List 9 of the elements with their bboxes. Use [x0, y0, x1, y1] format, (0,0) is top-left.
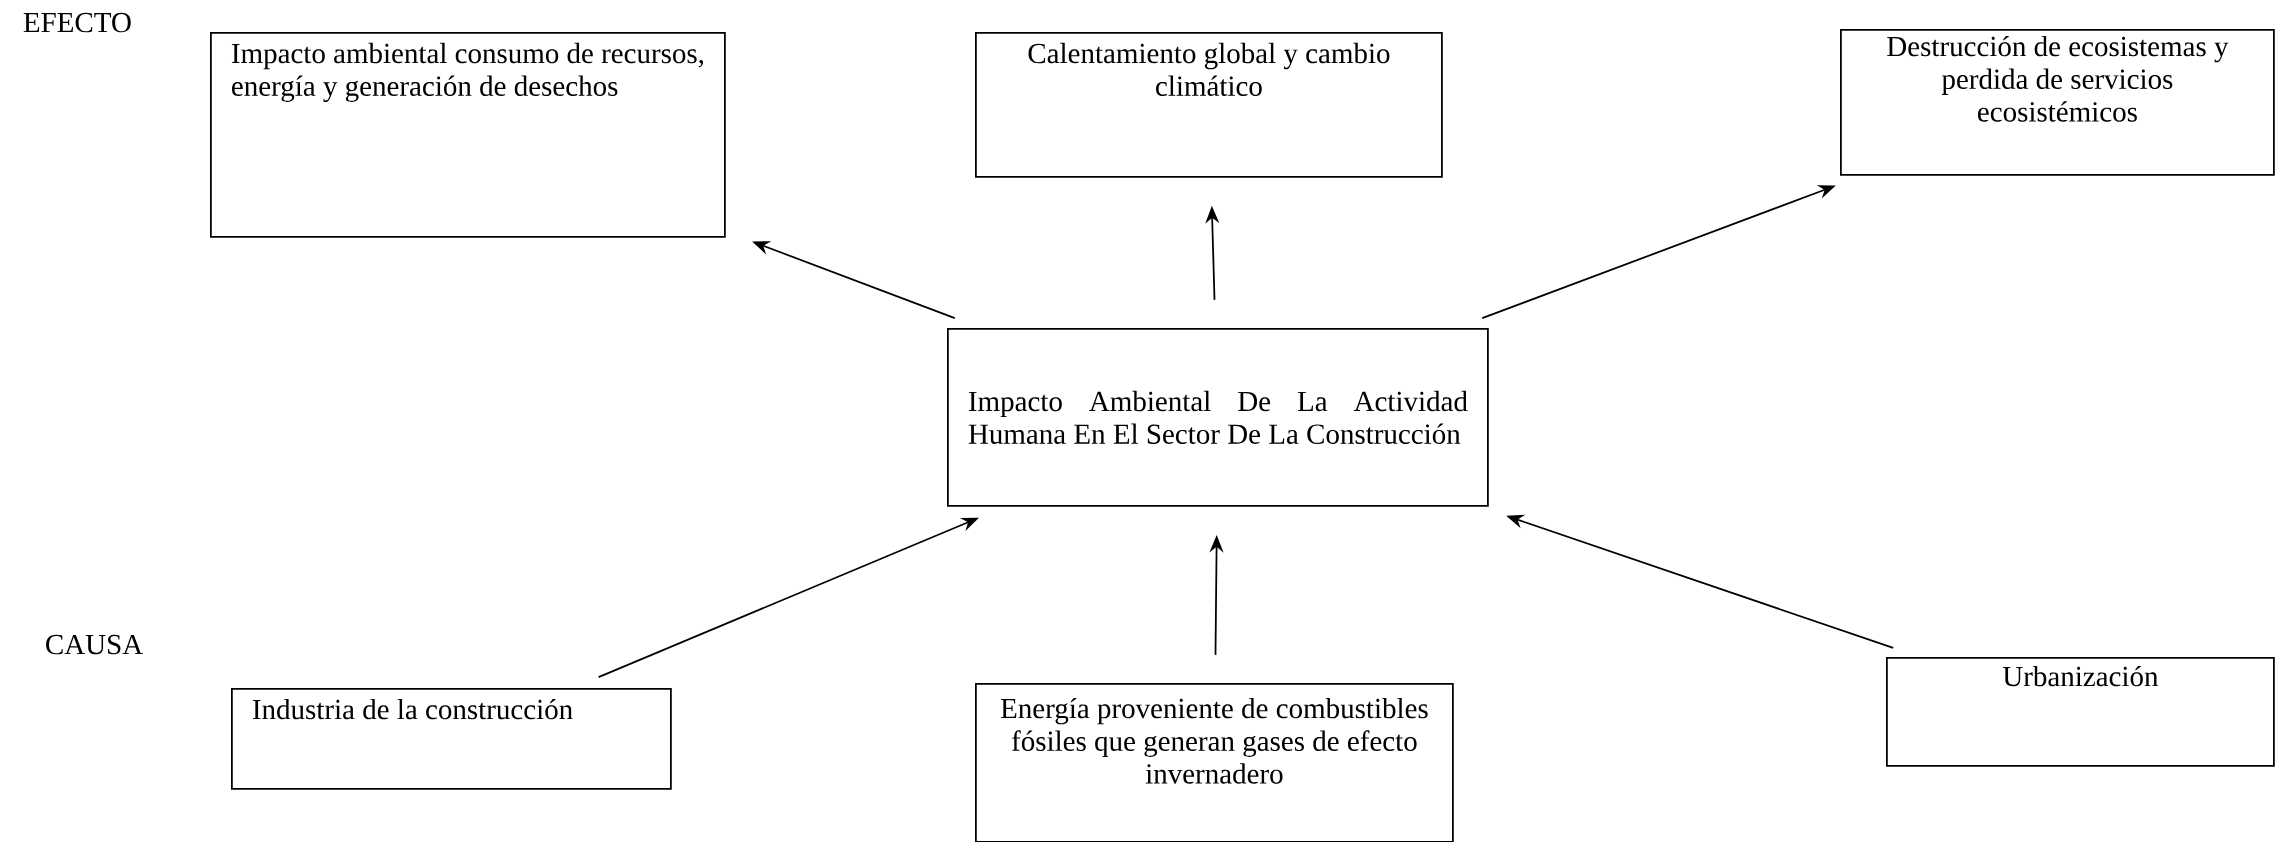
text-box: Destrucción de ecosistemas y perdida de servicios ecosistémicos	[1840, 29, 2275, 176]
text-box: Urbanización	[1886, 657, 2275, 767]
text-box: Energía proveniente de combustibles fósiles que generan gases de efecto invernadero	[975, 683, 1454, 842]
text-box: Industria de la construcción	[231, 688, 672, 790]
side-label: EFECTO	[23, 12, 131, 33]
text-box: Impacto ambiental consumo de recursos, energía y generación de desechos	[210, 32, 726, 238]
text-box: Calentamiento global y cambio climático	[975, 32, 1443, 178]
text-box: Impacto Ambiental De La Actividad Humana En El Sector De La Construcción	[947, 328, 1489, 507]
side-label: CAUSA	[46, 634, 143, 655]
